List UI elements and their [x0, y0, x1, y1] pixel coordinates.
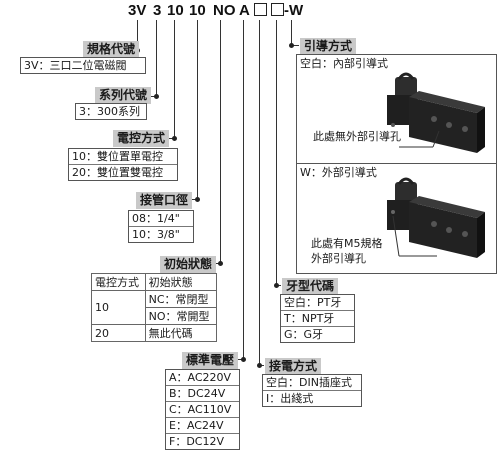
- code-thread-box: [270, 2, 285, 19]
- pilot-external-panel: W：外部引導式 此處有M5規格 外部引導孔: [297, 164, 496, 273]
- state-header-mode: 電控方式: [91, 273, 146, 291]
- state-value: NC：常閉型: [144, 290, 218, 308]
- pilot-box: 空白：內部引導式 此處無外部引導孔 W：外部引導式 此處有M5規格 外部引導孔: [296, 54, 497, 274]
- wiring-item: 空白：DIN插座式: [263, 375, 361, 391]
- spec-title: 規格代號: [83, 41, 140, 58]
- control-title: 電控方式: [113, 130, 170, 147]
- code-state: NO: [213, 2, 236, 19]
- port-item: 08：1/4": [129, 211, 193, 227]
- series-item: 3：300系列: [79, 105, 140, 118]
- code-prefix: 3V: [128, 2, 147, 19]
- thread-title: 牙型代碼: [282, 278, 339, 295]
- pilot-internal-panel: 空白：內部引導式 此處無外部引導孔: [297, 55, 496, 164]
- thread-item: G：G牙: [284, 328, 324, 341]
- control-item: 20：雙位置雙電控: [72, 166, 163, 179]
- code-wiring-box: [253, 2, 268, 19]
- spec-box: 3V：三口二位電磁閥: [20, 57, 146, 74]
- voltage-item: F：DC12V: [169, 435, 224, 448]
- voltage-item: C：AC110V: [166, 402, 239, 418]
- port-item: 10：3/8": [132, 228, 180, 241]
- code-suffix: -W: [284, 2, 304, 19]
- code-control: 10: [189, 2, 206, 19]
- port-box: 08：1/4" 10：3/8": [128, 210, 194, 243]
- state-header-state: 初始狀態: [144, 273, 218, 291]
- thread-item: 空白：PT牙: [281, 295, 354, 311]
- pilot-internal-label: 空白：內部引導式: [300, 57, 388, 70]
- valve-external-image: [387, 177, 485, 258]
- state-value: NO：常開型: [144, 307, 218, 325]
- thread-box: 空白：PT牙 T：NPT牙 G：G牙: [280, 294, 355, 343]
- voltage-title: 標準電壓: [182, 352, 239, 369]
- port-title: 接管口徑: [136, 192, 193, 209]
- pilot-external-label: W：外部引導式: [300, 166, 377, 179]
- pilot-title: 引導方式: [300, 38, 357, 55]
- code-voltage: A: [239, 2, 250, 19]
- pilot-external-note-1: 此處有M5規格: [311, 237, 383, 250]
- voltage-item: E：AC24V: [166, 418, 239, 434]
- series-box: 3：300系列: [75, 103, 147, 120]
- code-port: 10: [167, 2, 184, 19]
- wiring-item: I：出綫式: [266, 392, 314, 405]
- state-mode: 20: [91, 324, 146, 342]
- control-item: 10：雙位置單電控: [69, 149, 177, 165]
- spec-item: 3V：三口二位電磁閥: [24, 59, 127, 72]
- wiring-box: 空白：DIN插座式 I：出綫式: [262, 374, 362, 407]
- series-title: 系列代號: [95, 87, 152, 104]
- valve-internal-image: [387, 72, 485, 153]
- voltage-item: B：DC24V: [166, 386, 239, 402]
- state-mode: 10: [91, 290, 146, 325]
- thread-item: T：NPT牙: [281, 311, 354, 327]
- state-title: 初始狀態: [160, 256, 217, 273]
- wiring-title: 接電方式: [265, 358, 322, 375]
- state-table: 電控方式 初始狀態 10 NC：常閉型 NO：常開型 20 無此代碼: [91, 273, 218, 342]
- code-series: 3: [153, 2, 162, 19]
- voltage-box: A：AC220V B：DC24V C：AC110V E：AC24V F：DC12…: [165, 369, 240, 450]
- pilot-external-note-2: 外部引導孔: [311, 252, 366, 265]
- state-value: 無此代碼: [144, 324, 218, 342]
- voltage-item: A：AC220V: [166, 370, 239, 386]
- pilot-internal-note: 此處無外部引導孔: [313, 130, 401, 143]
- control-box: 10：雙位置單電控 20：雙位置雙電控: [68, 148, 178, 181]
